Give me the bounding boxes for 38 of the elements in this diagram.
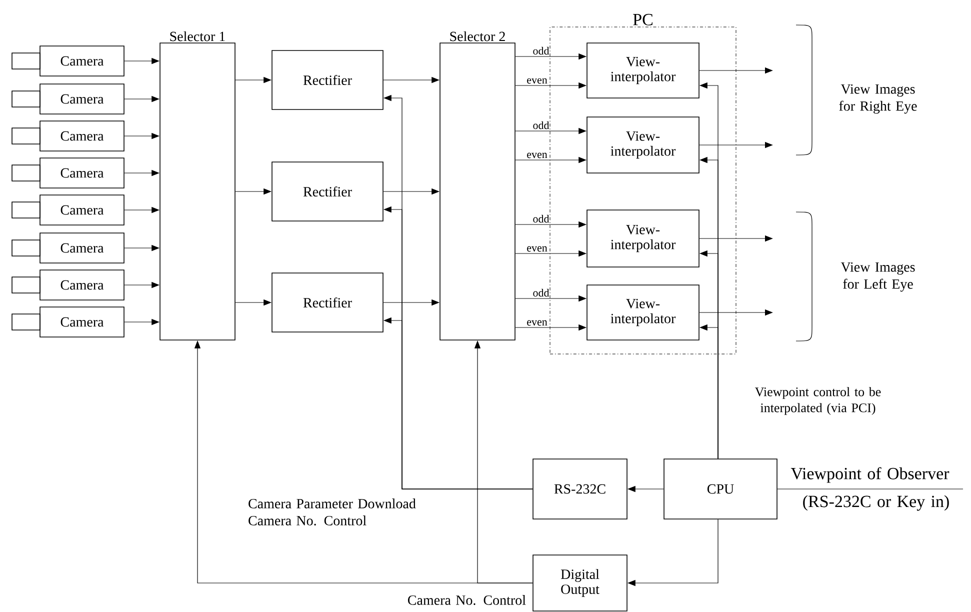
text-label: Viewpoint of Observer xyxy=(790,467,950,483)
text-label: Viewpoint control to be interpolated (via PCI) xyxy=(755,387,881,415)
process-box: CPU xyxy=(664,458,778,520)
process-box: RS-232C xyxy=(532,458,628,520)
camera-box: Camera xyxy=(12,306,124,338)
camera-box: Camera xyxy=(12,270,124,300)
process-box: View- interpolator xyxy=(586,116,700,174)
edge-label: even xyxy=(527,152,548,158)
text-label: Camera No. Control xyxy=(408,595,526,605)
node-label: PC xyxy=(633,14,652,26)
process-box: View- interpolator xyxy=(586,42,700,98)
edge-label: odd xyxy=(533,214,550,223)
process-box: Rectifier xyxy=(272,272,384,332)
process-box: Rectifier xyxy=(272,50,384,110)
camera-box: Camera xyxy=(12,84,124,114)
edge-label: even xyxy=(527,320,548,326)
camera-box: Camera xyxy=(12,194,124,226)
camera-box: Camera xyxy=(12,158,124,188)
text-label: Camera Parameter Download Camera No. Control xyxy=(248,498,416,526)
selector-box: Selector 2 xyxy=(440,31,516,340)
selector-box: Selector 1 xyxy=(160,31,236,340)
edge-label: odd xyxy=(533,46,550,55)
camera-box: Camera xyxy=(12,120,124,152)
node-label: Selector 1 xyxy=(170,31,225,42)
process-box: Rectifier xyxy=(272,162,384,222)
process-box: Digital Output xyxy=(532,554,628,612)
camera-box: Camera xyxy=(12,232,124,264)
text-label: (RS-232C or Key in) xyxy=(803,495,949,511)
edge-label: even xyxy=(527,246,548,252)
text-label: View Images for Right Eye xyxy=(839,84,917,114)
edge-label: even xyxy=(527,78,548,84)
process-box: View- interpolator xyxy=(586,284,700,340)
text-label: View Images for Left Eye xyxy=(840,262,915,292)
process-box: View- interpolator xyxy=(586,210,700,268)
node-label: Selector 2 xyxy=(450,31,505,42)
edge-label: odd xyxy=(533,288,550,297)
camera-box: Camera xyxy=(12,46,124,76)
edge-label: odd xyxy=(533,121,550,130)
